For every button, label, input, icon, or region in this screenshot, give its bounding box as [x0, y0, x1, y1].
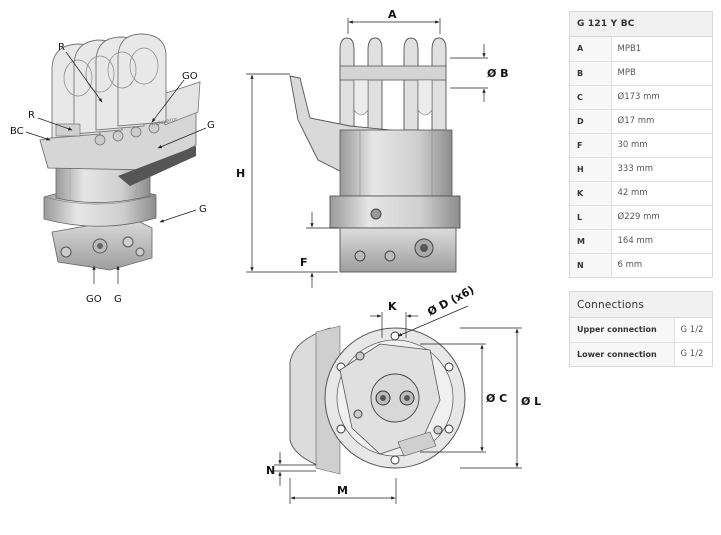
label-go-top: GO: [182, 71, 198, 82]
side-flange: [329, 195, 461, 229]
connection-row-value: G 1/2: [674, 341, 712, 366]
spec-row-value: 42 mm: [611, 180, 712, 205]
dim-c: Ø C: [486, 392, 507, 405]
connection-row-value: G 1/2: [680, 324, 704, 335]
side-lugs: [339, 37, 447, 131]
spec-row-value: Ø173 mm: [611, 84, 712, 109]
spec-row-value: MPB1: [617, 43, 642, 54]
spec-row-value: 333 mm: [611, 156, 712, 181]
connection-row-key: Upper connection: [570, 318, 675, 342]
dim-k: K: [388, 300, 397, 313]
label-r-mid: R: [28, 110, 35, 121]
connections-title: Connections: [570, 292, 712, 318]
side-valve-block: [339, 227, 457, 273]
spec-row-value: MPB: [611, 60, 712, 85]
spec-row-value: 6 mm: [611, 252, 712, 277]
label-bc: BC: [10, 126, 24, 137]
spec-row: A MPB1: [570, 37, 712, 61]
top-hub: [370, 373, 420, 423]
dim-b: Ø B: [487, 67, 509, 80]
brand-mark: Indexator: [151, 116, 179, 127]
side-view: A Ø B H F: [236, 8, 509, 288]
link-lugs: [51, 33, 167, 139]
technical-drawing: Indexator R GO G R BC G GO G: [10, 8, 541, 504]
spec-row-value: 164 mm: [611, 228, 712, 253]
dim-h: H: [236, 167, 245, 180]
connection-row-key: Lower connection: [570, 341, 675, 366]
spec-row-value: 30 mm: [611, 132, 712, 157]
spec-row-key: C: [570, 84, 612, 109]
dim-f: F: [300, 256, 308, 269]
spec-row-key: M: [570, 228, 612, 253]
spec-row-key: D: [570, 108, 612, 133]
spec-row-key: F: [570, 132, 612, 157]
spec-row-value: Ø17 mm: [611, 108, 712, 133]
connection-row: Upper connection G 1/2: [570, 318, 712, 342]
label-g-right: G: [207, 120, 215, 131]
dim-n: N: [266, 464, 275, 477]
spec-row-key: L: [570, 204, 612, 229]
spec-row-value: Ø229 mm: [611, 204, 712, 229]
label-go-bottom: GO: [86, 294, 102, 305]
top-view: K Ø D (x6) Ø C Ø L N M: [266, 283, 541, 504]
spec-row-key: H: [570, 156, 612, 181]
dim-m: M: [337, 484, 348, 497]
spec-row-key: N: [570, 252, 612, 277]
isometric-view: Indexator R GO G R BC G GO G: [10, 33, 215, 305]
spec-row-key: B: [570, 60, 612, 85]
dim-a: A: [388, 8, 397, 21]
spec-row-key: A: [570, 37, 612, 61]
model-title: G 121 Y BC: [570, 12, 712, 37]
label-g-mid: G: [199, 204, 207, 215]
label-g-bottom: G: [114, 294, 122, 305]
dim-l: Ø L: [521, 395, 541, 408]
spec-row-key: K: [570, 180, 612, 205]
label-r-top: R: [58, 42, 65, 53]
